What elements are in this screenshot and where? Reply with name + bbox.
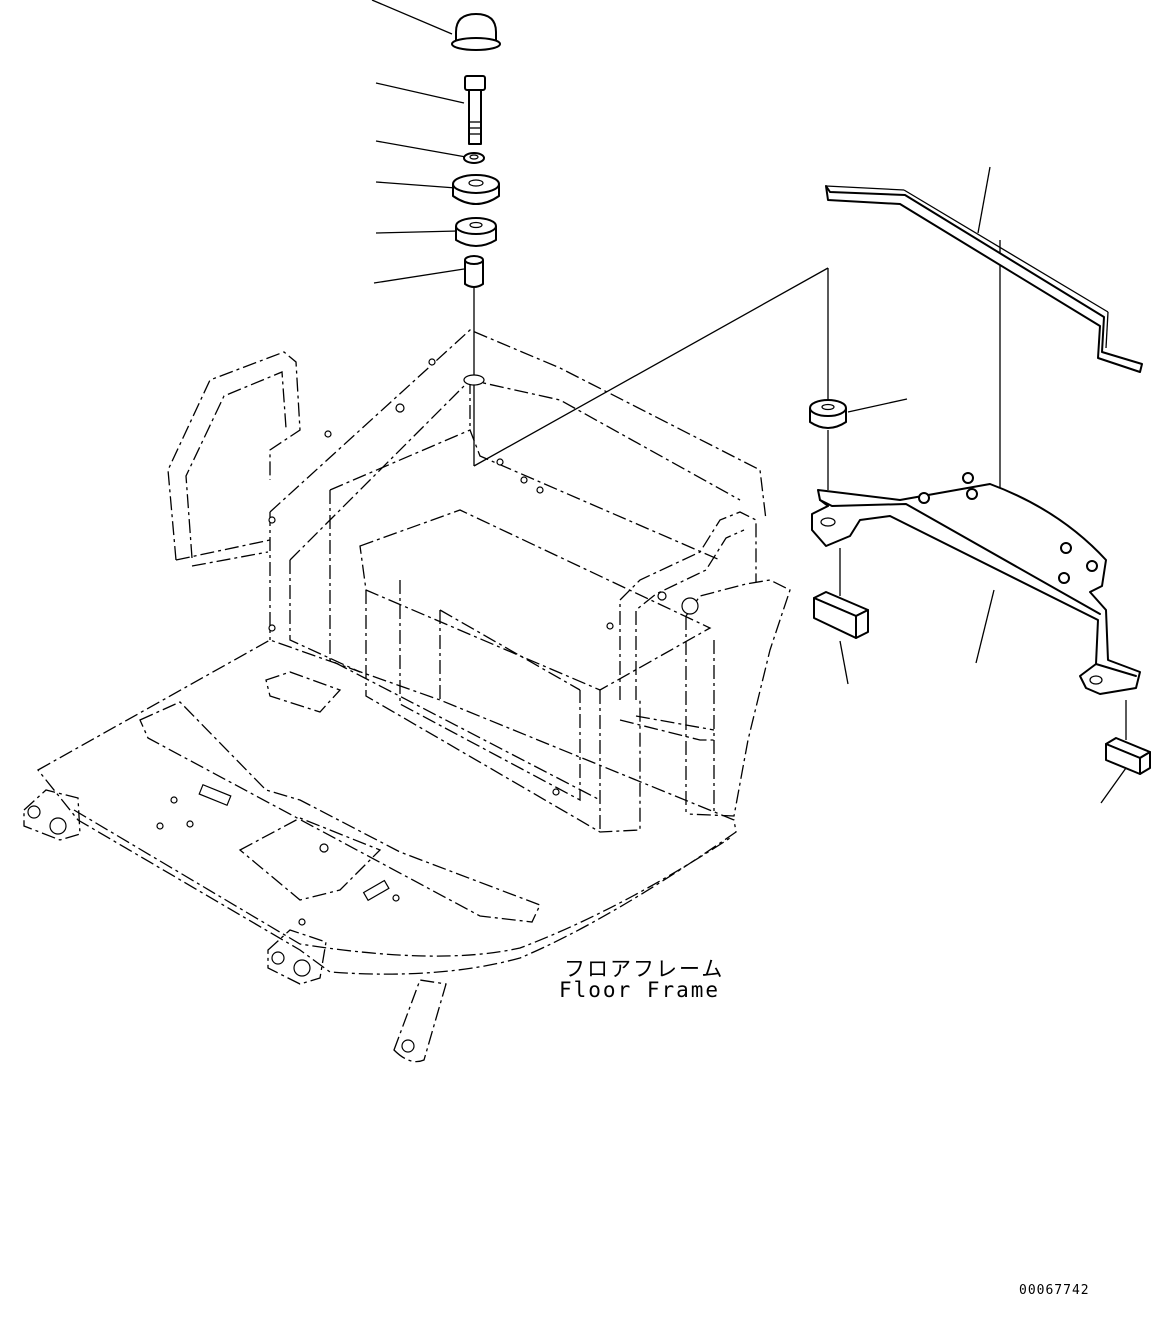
leader-cap	[371, 0, 453, 35]
mount-cushion-lower-icon	[455, 217, 497, 247]
leader-upper-cushion	[375, 181, 457, 189]
bracket-icon	[811, 472, 1141, 695]
plate-icon	[825, 185, 1143, 373]
leader-bracket	[975, 589, 995, 664]
leader-collar	[373, 268, 465, 284]
leader-washer	[375, 140, 467, 158]
cap-icon	[451, 13, 501, 51]
cushion-right-icon	[809, 399, 847, 429]
floor-frame-icon	[23, 329, 791, 1063]
leader-bolt	[375, 82, 465, 104]
leader-right-cushion	[847, 398, 908, 413]
leader-plate	[977, 166, 991, 234]
washer-icon	[463, 152, 485, 164]
floor-frame-label-en: Floor Frame	[559, 978, 721, 1002]
drawing-number: 00067742	[1019, 1283, 1090, 1298]
bolt-icon	[464, 75, 486, 145]
leader-lines	[371, 0, 1127, 804]
guide-diagonal	[473, 267, 829, 467]
leader-pad-right	[1100, 767, 1127, 804]
pad-left-icon	[813, 591, 869, 639]
leader-lower-cushion	[375, 230, 459, 234]
leader-pad-left	[839, 640, 849, 685]
pad-right-icon	[1105, 737, 1151, 775]
floor-frame-label-jp: フロアフレーム	[564, 957, 725, 981]
mount-cushion-upper-icon	[452, 174, 500, 205]
collar-icon	[464, 255, 484, 288]
